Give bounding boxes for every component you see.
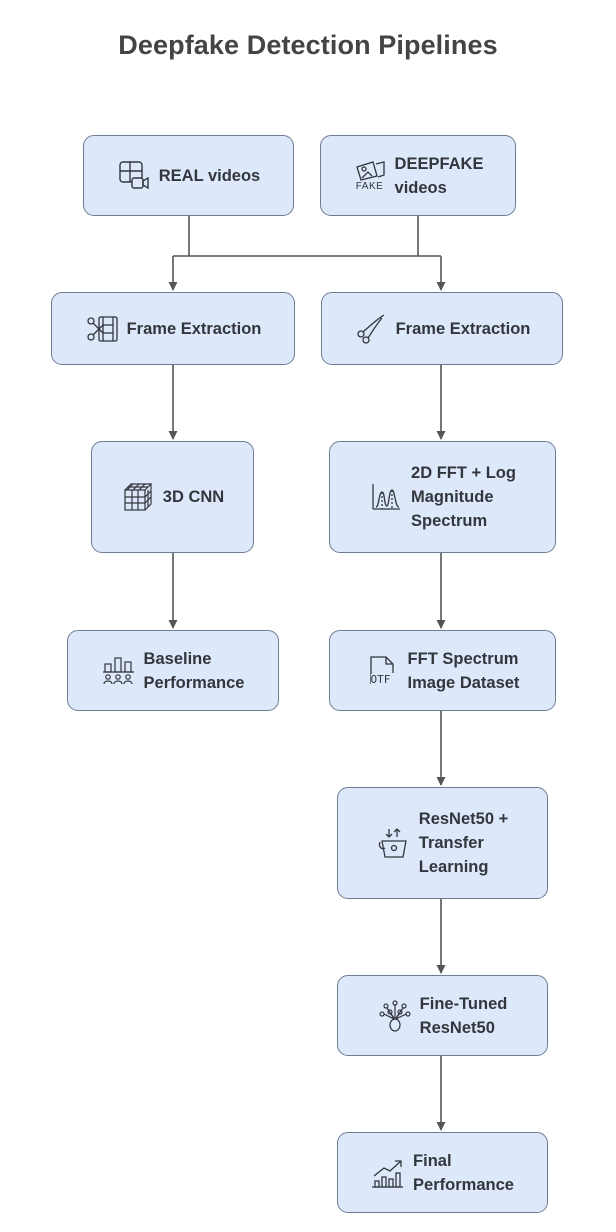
- node-deepfake-videos: FAKE DEEPFAKE videos: [320, 135, 516, 216]
- team-bars-icon: [102, 654, 136, 688]
- node-label: DEEPFAKE videos: [394, 154, 484, 197]
- node-fft-spectrum-dataset: OTF FFT Spectrum Image Dataset: [329, 630, 556, 711]
- fake-icon-text: FAKE: [355, 181, 384, 192]
- node-label: ResNet50 + Transfer Learning: [418, 810, 509, 876]
- otf-file-icon: OTF: [366, 654, 400, 688]
- node-baseline-performance: Baseline Performance: [67, 630, 279, 711]
- node-label: Final Performance: [413, 1151, 514, 1194]
- node-2d-fft-log: 2D FFT + Log Magnitude Spectrum: [329, 441, 556, 553]
- node-label: Frame Extraction: [395, 319, 531, 338]
- cube-grid-icon: [121, 480, 155, 514]
- film-scissors-icon: [85, 312, 119, 346]
- node-3d-cnn: 3D CNN: [91, 441, 254, 553]
- bucket-transfer-icon: [377, 826, 411, 860]
- node-label: FFT Spectrum Image Dataset: [407, 649, 520, 692]
- video-layout-icon: [117, 159, 151, 193]
- fake-image-icon: FAKE: [353, 159, 387, 193]
- node-fine-tuned-resnet: Fine-Tuned ResNet50: [337, 975, 548, 1056]
- diagram-title: Deepfake Detection Pipelines: [118, 30, 498, 60]
- neural-tree-icon: [378, 999, 412, 1033]
- node-label: REAL videos: [158, 166, 261, 185]
- node-label: Frame Extraction: [126, 319, 262, 338]
- node-label: Baseline Performance: [143, 649, 245, 692]
- otf-icon-text: OTF: [370, 672, 391, 686]
- node-label: 2D FFT + Log Magnitude Spectrum: [411, 464, 516, 530]
- node-label: Fine-Tuned ResNet50: [419, 994, 508, 1037]
- node-label: 3D CNN: [162, 488, 225, 506]
- spectrum-icon: [369, 480, 403, 514]
- node-frame-extraction-left: Frame Extraction: [51, 292, 295, 365]
- node-resnet-transfer: ResNet50 + Transfer Learning: [337, 787, 548, 899]
- scissors-icon: [354, 312, 388, 346]
- node-real-videos: REAL videos: [83, 135, 294, 216]
- node-final-performance: Final Performance: [337, 1132, 548, 1213]
- node-frame-extraction-right: Frame Extraction: [321, 292, 563, 365]
- growth-chart-icon: [371, 1156, 405, 1190]
